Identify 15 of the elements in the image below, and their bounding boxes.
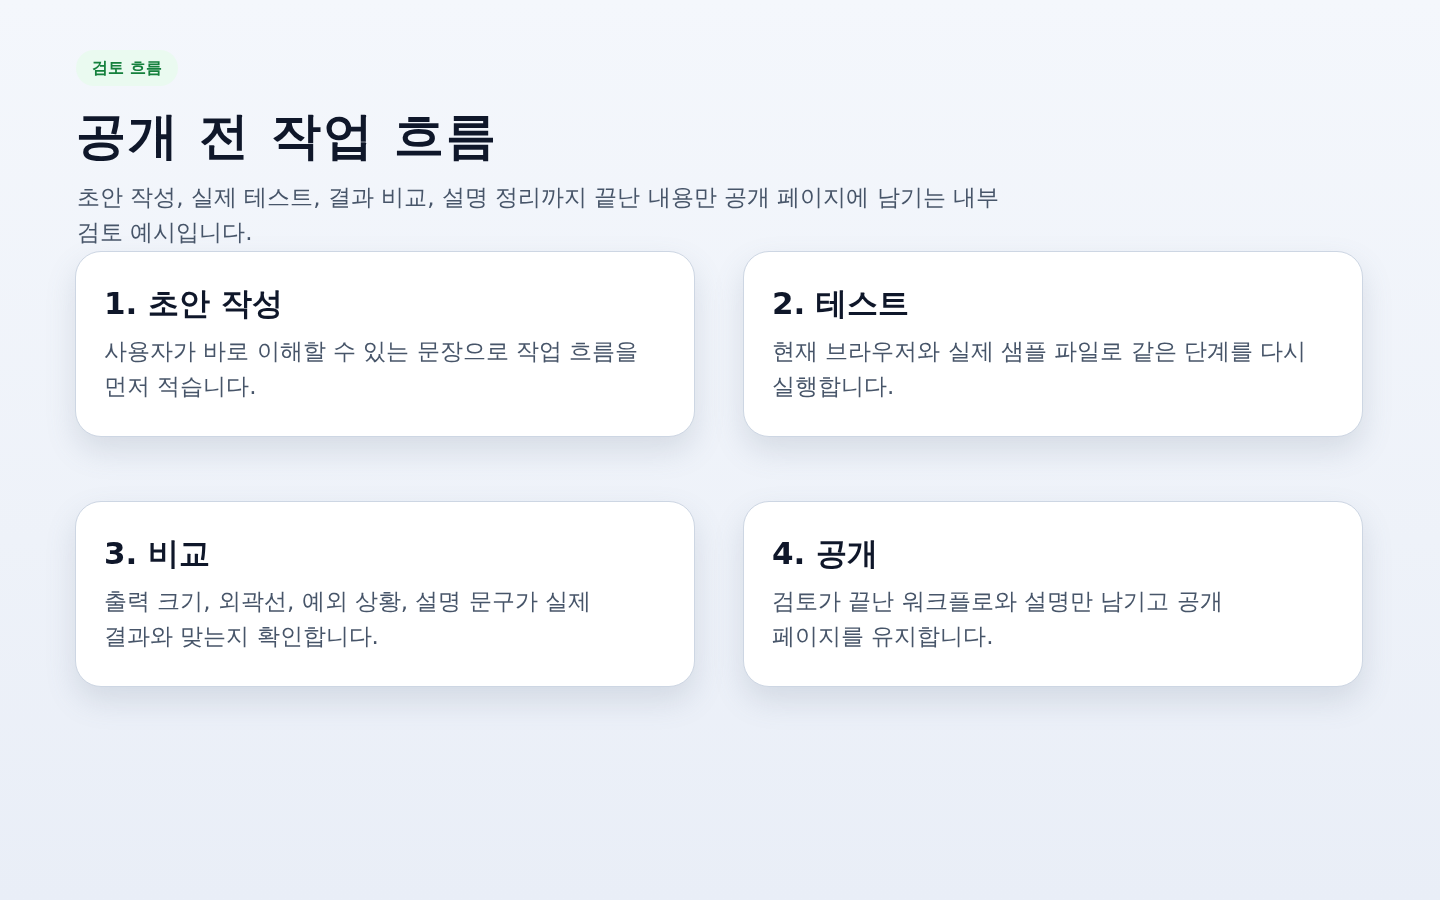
step-card bbox=[75, 251, 695, 437]
step-description: 사용자가 바로 이해할 수 있는 문장으로 작업 흐름을 먼저 적습니다. bbox=[104, 337, 640, 401]
description-text: 초안 작성, 실제 테스트, 결과 비교, 설명 정리까지 끝난 내용만 공개 페이지에 남기는 내부 검토 예시입니다. bbox=[77, 183, 1000, 247]
step-card bbox=[743, 251, 1363, 437]
step-card bbox=[75, 501, 695, 687]
step-description: 출력 크기, 외곽선, 예외 상황, 설명 문구가 실제 결과와 맞는지 확인합니다. bbox=[104, 587, 593, 651]
tag-badge: 검토 흐름 bbox=[76, 50, 178, 86]
step-description: 검토가 끝난 워크플로와 설명만 남기고 공개 페이지를 유지합니다. bbox=[772, 587, 1224, 651]
step-card bbox=[743, 501, 1363, 687]
step-heading: 3. 비교 bbox=[104, 534, 211, 573]
step-heading: 1. 초안 작성 bbox=[104, 284, 283, 323]
step-heading: 2. 테스트 bbox=[772, 284, 910, 323]
step-description: 현재 브라우저와 실제 샘플 파일로 같은 단계를 다시 실행합니다. bbox=[772, 337, 1308, 401]
page-title: 공개 전 작업 흐름 bbox=[76, 106, 499, 167]
step-heading: 4. 공개 bbox=[772, 534, 879, 573]
